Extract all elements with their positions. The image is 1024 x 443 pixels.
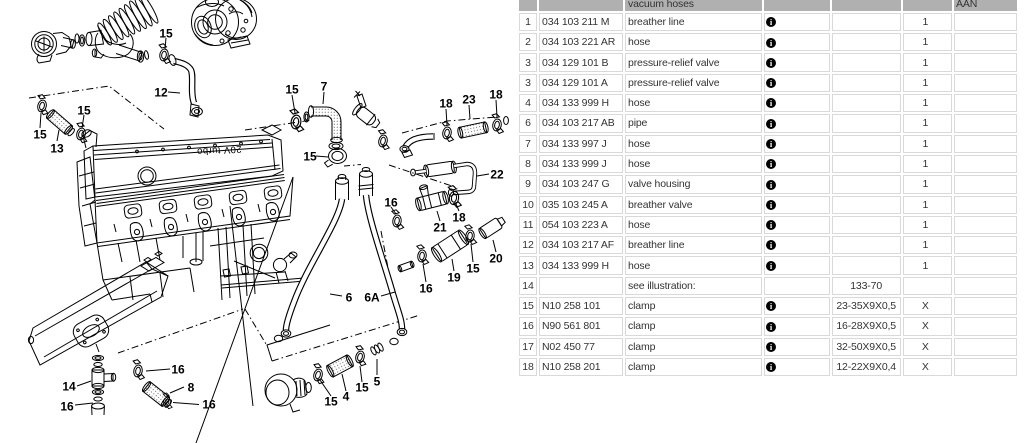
svg-text:4: 4 [343, 390, 350, 404]
svg-text:15: 15 [324, 395, 338, 409]
svg-text:16: 16 [171, 363, 185, 377]
svg-text:15: 15 [285, 83, 299, 97]
svg-text:16: 16 [384, 196, 398, 210]
svg-text:15: 15 [355, 381, 369, 395]
svg-text:21: 21 [433, 221, 447, 235]
svg-text:7: 7 [321, 80, 328, 94]
svg-text:20: 20 [489, 252, 503, 266]
svg-text:8: 8 [188, 381, 195, 395]
svg-text:6A: 6A [364, 291, 380, 305]
svg-text:5: 5 [374, 375, 381, 389]
svg-text:22: 22 [490, 168, 504, 182]
svg-text:14: 14 [62, 380, 76, 394]
svg-text:20V turbo: 20V turbo [196, 143, 241, 157]
svg-text:13: 13 [50, 142, 64, 156]
svg-text:18: 18 [452, 211, 466, 225]
svg-text:15: 15 [33, 128, 47, 142]
svg-text:16: 16 [202, 398, 216, 412]
svg-text:15: 15 [77, 104, 91, 118]
svg-text:18: 18 [439, 97, 453, 111]
svg-text:19: 19 [447, 271, 461, 285]
svg-text:16: 16 [419, 282, 433, 296]
svg-text:15: 15 [466, 262, 480, 276]
svg-text:6: 6 [346, 291, 353, 305]
svg-text:18: 18 [489, 88, 503, 102]
svg-text:16: 16 [60, 400, 74, 414]
svg-text:12: 12 [154, 86, 168, 100]
svg-text:15: 15 [303, 150, 317, 164]
svg-text:23: 23 [462, 93, 476, 107]
svg-text:15: 15 [159, 27, 173, 41]
